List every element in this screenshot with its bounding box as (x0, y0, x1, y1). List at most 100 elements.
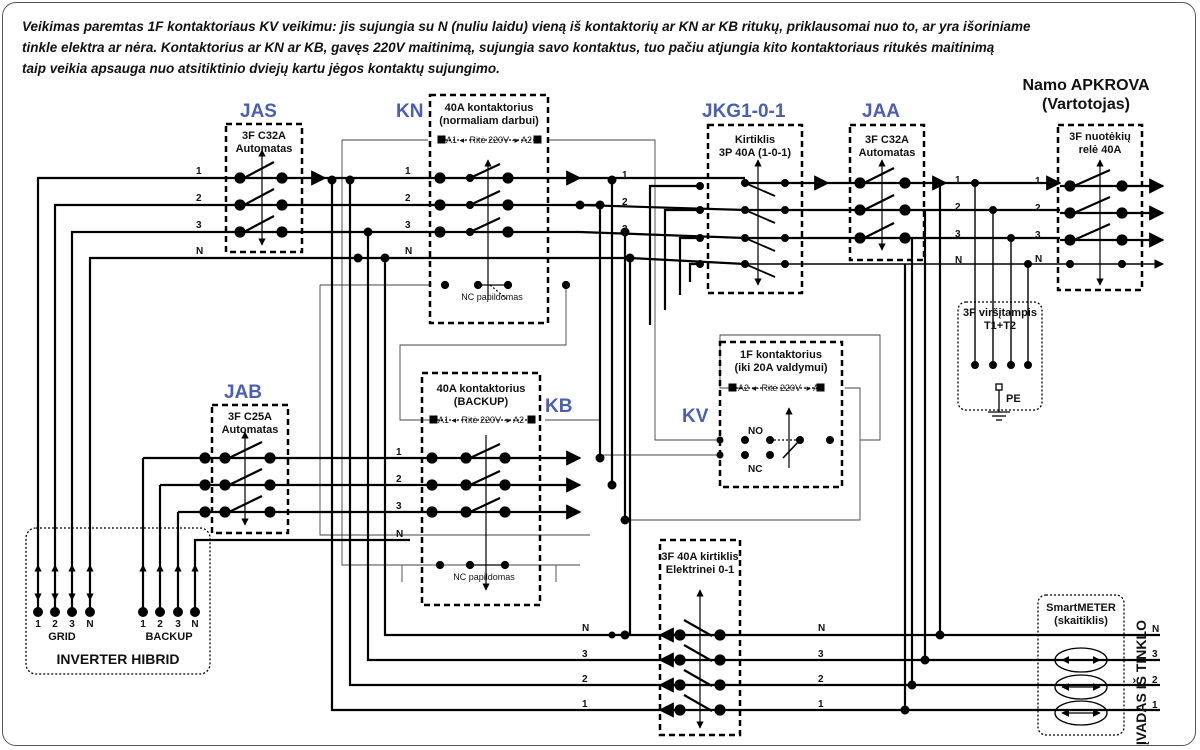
jaa-tag: JAA (862, 101, 900, 122)
kb-label-1: 40A kontaktorius (437, 383, 526, 395)
ph-kn-n: N (405, 246, 412, 257)
description-line-2: tinkle elektra ar nėra. Kontaktorius ar … (22, 40, 995, 55)
ph-kn-1: 1 (405, 166, 411, 177)
grid-wire-n (88, 256, 630, 612)
ph-load-1: 1 (955, 175, 961, 186)
rcd-label-2: relė 40A (1079, 144, 1122, 156)
ph-kb-3: 3 (396, 501, 402, 512)
kb-box (420, 371, 542, 607)
jas-box (224, 122, 304, 254)
jaa-label-2: Automatas (859, 147, 916, 159)
dotted-boxes (25, 301, 1125, 736)
backup-term-n: N (191, 619, 198, 630)
ph-in-2: 2 (1152, 675, 1158, 686)
jab-box (210, 403, 290, 535)
backup-term-2: 2 (157, 619, 163, 630)
description-line-3: taip veikia apsauga nuo atsitiktinio dvi… (22, 61, 500, 76)
ph-sw-r-1: 1 (818, 699, 824, 710)
kb-nc: NC papildomas (453, 572, 515, 582)
meter-element-3 (1054, 647, 1108, 673)
ground-icon (988, 383, 1010, 421)
kn-coil: A1 ◂- Ritė 220V -▸ A2 (446, 135, 532, 145)
ph-out-3: 3 (622, 224, 628, 235)
kv-label-2: (iki 20A valdymui) (734, 362, 827, 374)
kn-box (428, 93, 550, 325)
grid-term-2: 2 (52, 619, 58, 630)
description-text: Veikimas paremtas 1F kontaktoriaus KV ve… (22, 16, 1142, 79)
ph-jas-2: 2 (196, 193, 202, 204)
ph-rcd-3: 3 (1035, 230, 1041, 241)
jkg-label-1: Kirtiklis (735, 134, 775, 146)
spd-sub: T1+T2 (984, 320, 1016, 332)
ph-sw-r-n: N (818, 623, 825, 634)
kn-nc: NC papildomas (461, 292, 523, 302)
meter-label-1: SmartMETER (1046, 602, 1116, 614)
ph-in-3: 3 (1152, 649, 1158, 660)
jaa-box (848, 123, 926, 262)
grid-term-1: 1 (35, 619, 41, 630)
spd-box (957, 301, 1043, 411)
switch-label-2: Elektrinei 0-1 (666, 564, 734, 576)
ph-load-3: 3 (955, 229, 961, 240)
kv-label-1: 1F kontaktorius (740, 349, 822, 361)
switch-box (658, 538, 742, 737)
kn-label-2: (normaliam darbui) (439, 115, 539, 127)
jas-tag: JAS (240, 101, 277, 122)
jab-label-2: Automatas (222, 424, 279, 436)
kn-tag: KN (396, 101, 423, 122)
ph-kn-3: 3 (405, 220, 411, 231)
ph-jas-3: 3 (196, 220, 202, 231)
jab-tag: JAB (224, 382, 262, 403)
backup-term-1: 1 (140, 619, 146, 630)
ph-sw-l-n: N (582, 623, 589, 634)
ph-sw-l-2: 2 (582, 674, 588, 685)
phase-labels: 1 2 3 N 1 2 3 N 1 2 3 1 2 3 N 1 2 3 N 1 … (196, 166, 1159, 711)
meter-element-1 (1054, 700, 1108, 726)
jas-label-1: 3F C32A (242, 130, 286, 142)
kv-nc: NC (748, 464, 762, 475)
ph-sw-r-2: 2 (818, 674, 824, 685)
grid-wire-2 (53, 203, 225, 612)
ph-in-1: 1 (1152, 700, 1158, 711)
ph-kn-2: 2 (405, 193, 411, 204)
ph-out-2: 2 (622, 197, 628, 208)
kv-no: NO (748, 426, 763, 437)
jaa-label-1: 3F C32A (865, 134, 909, 146)
device-boxes (210, 93, 1144, 737)
spd-label: 3F viršįtampis (963, 307, 1037, 319)
ph-jas-n: N (196, 246, 203, 257)
ph-sw-r-3: 3 (818, 649, 824, 660)
jas-label-2: Automatas (236, 143, 293, 155)
rcd-box (1056, 123, 1144, 292)
meter-element-2 (1054, 674, 1108, 700)
kv-box (718, 340, 844, 489)
meter-elements (1054, 647, 1108, 726)
ph-load-2: 2 (955, 202, 961, 213)
ph-in-n: N (1152, 624, 1159, 635)
jkg-label-2: 3P 40A (1-0-1) (719, 147, 791, 159)
load-title: Namo APKROVA (1022, 77, 1150, 94)
kn-label-1: 40A kontaktorius (445, 102, 534, 114)
grid-wire-3 (70, 230, 225, 612)
description-line-1: Veikimas paremtas 1F kontaktoriaus KV ve… (22, 19, 1031, 34)
ph-kb-1: 1 (396, 447, 402, 458)
ph-load-n: N (955, 255, 962, 266)
backup-term-3: 3 (175, 619, 181, 630)
jab-label-1: 3F C25A (228, 411, 272, 423)
jkg-tag: JKG1-0-1 (702, 101, 786, 122)
kb-tag: KB (545, 396, 572, 417)
inverter-title: INVERTER HIBRID (57, 651, 180, 667)
jkg-box (706, 123, 804, 295)
ph-rcd-2: 2 (1035, 203, 1041, 214)
grid-term-n: N (86, 619, 93, 630)
ph-out-1: 1 (622, 170, 628, 181)
switch-label-1: 3F 40A kirtiklis (661, 551, 738, 563)
ph-sw-l-1: 1 (582, 699, 588, 710)
ph-rcd-1: 1 (1035, 176, 1041, 187)
main-bus (36, 170, 1165, 718)
meter-box (1037, 594, 1125, 736)
ph-kb-2: 2 (396, 474, 402, 485)
